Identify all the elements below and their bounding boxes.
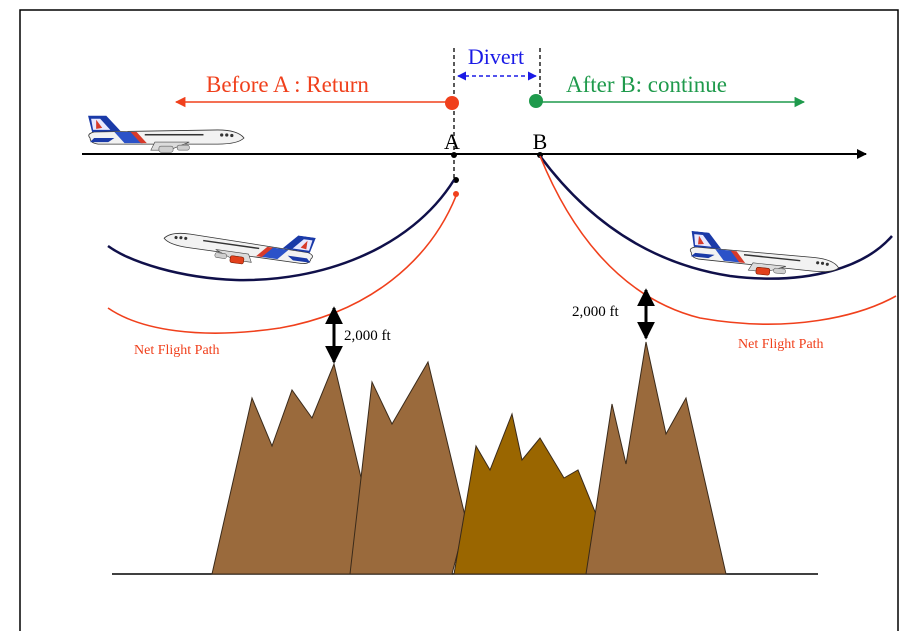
return-flight-path: [107, 179, 456, 282]
clearance-label-right: 2,000 ft: [572, 304, 619, 320]
clearance-label-left: 2,000 ft: [344, 328, 391, 344]
return-marker: [445, 96, 459, 110]
net-flight-path-label-left: Net Flight Path: [134, 343, 220, 358]
mountain-right: [585, 341, 727, 575]
before-a-label: Before A : Return: [206, 72, 369, 97]
point-a-label: A: [444, 129, 460, 154]
point-b-label: B: [533, 129, 548, 154]
after-b-label: After B: continue: [566, 72, 727, 97]
continue-flight-path: [538, 155, 893, 280]
divert-label: Divert: [468, 44, 524, 69]
aircraft-cruise-icon: [87, 115, 245, 153]
point-a-red-dot: [453, 191, 459, 197]
aircraft-return-icon: [162, 217, 316, 274]
continue-marker: [529, 94, 543, 108]
return-net-flight-path: [107, 195, 457, 334]
net-flight-path-label-right: Net Flight Path: [738, 337, 824, 352]
terrain: [211, 341, 727, 575]
mountain-center: [453, 412, 613, 575]
outer-frame: [19, 9, 899, 636]
mountain-left-center: [349, 360, 467, 575]
continue-net-flight-path: [539, 155, 897, 325]
